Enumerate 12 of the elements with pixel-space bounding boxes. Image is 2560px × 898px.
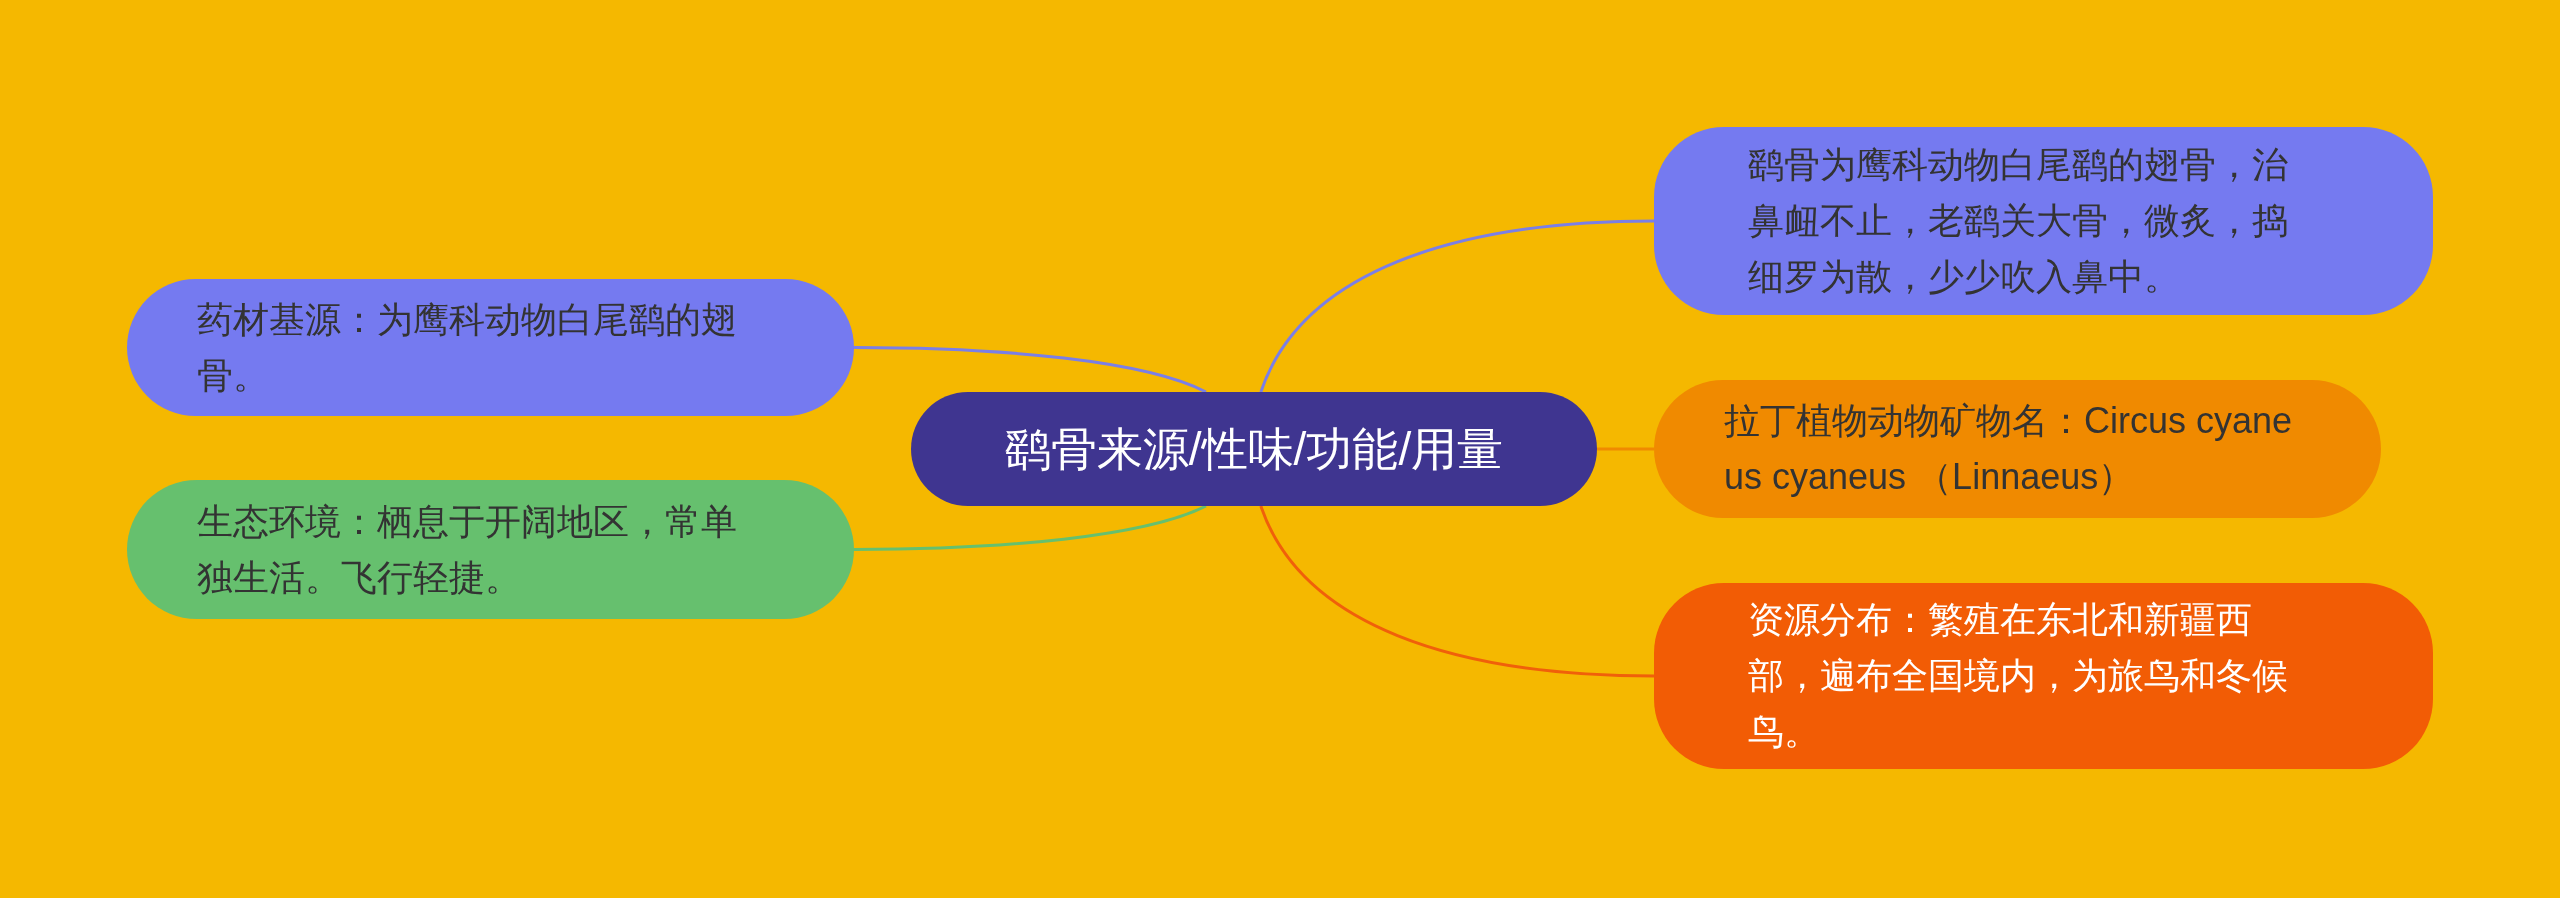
topic-bubble xyxy=(1654,127,2433,315)
topic-text: 鹞骨来源/性味/功能/用量 xyxy=(1004,422,1504,477)
connector-line xyxy=(1597,447,1654,451)
topic-text: 资源分布：繁殖在东北和新疆西部，遍布全国境内，为旅鸟和冬候鸟。 xyxy=(1748,598,2289,754)
topic-text: 拉丁植物动物矿物名：Circus cyaneus cyaneus （Linnaeus） xyxy=(1724,399,2294,499)
connector-line xyxy=(1259,505,1655,678)
topic-text: 药材基源：为鹰科动物白尾鹞的翅骨。 xyxy=(197,297,738,398)
connector-line xyxy=(854,504,1207,551)
connector-line xyxy=(854,346,1207,394)
connector-line xyxy=(1259,219,1655,393)
topic-text: 生态环境：栖息于开阔地区，常单独生活。飞行轻捷。 xyxy=(197,499,738,600)
topic-text: 鹞骨为鹰科动物白尾鹞的翅骨，治鼻衄不止，老鹞关大骨，微炙，捣细罗为散，少少吹入鼻中。 xyxy=(1748,143,2289,299)
